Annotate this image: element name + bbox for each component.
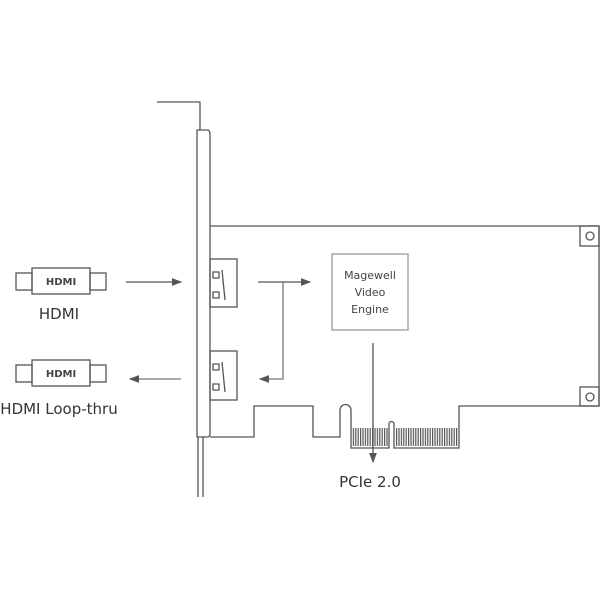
bracket-tab	[197, 437, 204, 497]
engine-line-3: Engine	[351, 302, 389, 316]
mount-hole-bottom	[579, 386, 600, 407]
bracket-top	[157, 101, 201, 130]
bracket-plate	[196, 129, 211, 438]
hdmi-logo-icon: HDMI	[46, 277, 76, 288]
hdmi-port-top	[209, 258, 238, 308]
hdmi-plug-in	[15, 267, 107, 295]
hdmi-loop-label: HDMI Loop-thru	[0, 400, 118, 418]
engine-box	[331, 253, 409, 331]
hdmi-logo-icon: HDMI	[46, 369, 76, 380]
pcie-label: PCIe 2.0	[339, 473, 401, 491]
pcie-teeth-b	[395, 428, 458, 446]
hdmi-port-bottom	[209, 350, 238, 401]
hdmi-plug-loop	[15, 359, 107, 387]
engine-line-2: Video	[354, 285, 386, 299]
engine-label: Magewell Video Engine	[332, 254, 408, 330]
mount-hole-top	[579, 225, 600, 247]
engine-line-1: Magewell	[344, 268, 396, 282]
hdmi-in-label: HDMI	[38, 305, 80, 323]
pcie-teeth-a	[352, 428, 388, 446]
pcb-outline	[210, 225, 600, 449]
